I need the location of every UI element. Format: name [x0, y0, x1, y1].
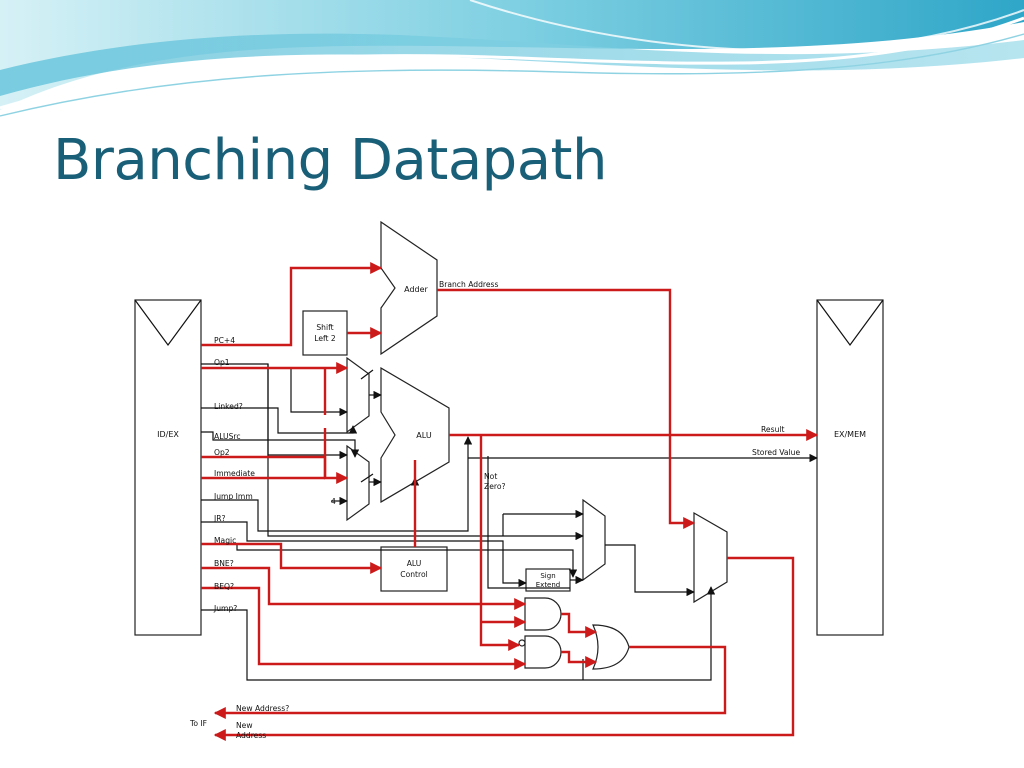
adder-block: Adder	[380, 220, 438, 356]
label-new-address-line1: New	[236, 721, 253, 730]
ex-mem-label: EX/MEM	[834, 430, 866, 439]
data-wires	[201, 363, 818, 681]
mux-op1	[346, 356, 370, 434]
alu-control-label-line2: Control	[400, 570, 427, 579]
branching-datapath-diagram: ID/EX EX/MEM Adder Shift Left 2 ALU ALU …	[134, 220, 884, 741]
label-jump: Jump?	[213, 604, 237, 613]
label-linked: Linked?	[214, 402, 243, 411]
label-not-zero-line2: Zero?	[484, 482, 506, 491]
label-op1: Op1	[214, 358, 230, 367]
label-result: Result	[761, 425, 784, 434]
label-new-address-q: New Address?	[236, 704, 289, 713]
id-ex-register: ID/EX	[134, 299, 202, 636]
label-new-address-line2: Address	[236, 731, 266, 740]
label-bne: BNE?	[214, 559, 234, 568]
label-branch-address: Branch Address	[439, 280, 498, 289]
label-immediate: Immediate	[214, 469, 255, 478]
diagram-panel: ID/EX EX/MEM Adder Shift Left 2 ALU ALU …	[133, 220, 885, 742]
alu-control-label-line1: ALU	[407, 559, 422, 568]
alu-control-block: ALU Control	[380, 546, 448, 592]
mux-next-address	[693, 511, 728, 604]
label-const-four: 4	[331, 497, 336, 506]
mux-op2	[346, 444, 370, 522]
label-pc4: PC+4	[214, 336, 235, 345]
ex-mem-register: EX/MEM	[816, 299, 884, 636]
adder-label: Adder	[404, 285, 428, 294]
label-jr: JR?	[213, 514, 226, 523]
and-gate-beq	[518, 635, 562, 669]
id-ex-label: ID/EX	[157, 430, 179, 439]
alu-label: ALU	[416, 431, 432, 440]
sign-extend-label-line1: Sign	[540, 572, 555, 580]
shift-left-label-line1: Shift	[316, 323, 333, 332]
label-beq: BEQ?	[214, 582, 234, 591]
slide-title: Branching Datapath	[53, 128, 607, 193]
label-jump-imm: Jump Imm	[213, 492, 253, 501]
label-op2: Op2	[214, 448, 230, 457]
header-banner	[0, 0, 1024, 117]
and-gate-bne	[524, 597, 562, 631]
shift-left-label-line2: Left 2	[314, 334, 336, 343]
control-wires	[201, 262, 819, 741]
label-alusrc: ALUSrc	[214, 432, 241, 441]
label-not-zero-line1: Not	[484, 472, 497, 481]
signal-labels: PC+4 Op1 Linked? ALUSrc Op2 Immediate Ju…	[189, 280, 800, 740]
label-to-if: To IF	[189, 719, 207, 728]
sign-extend-label-line2: Extend	[536, 581, 561, 589]
label-stored-value: Stored Value	[752, 448, 800, 457]
mux-jump-target	[582, 498, 606, 582]
or-gate-branch	[592, 624, 630, 670]
shift-left-2-block: Shift Left 2	[302, 310, 348, 356]
label-magic: Magic	[214, 536, 236, 545]
